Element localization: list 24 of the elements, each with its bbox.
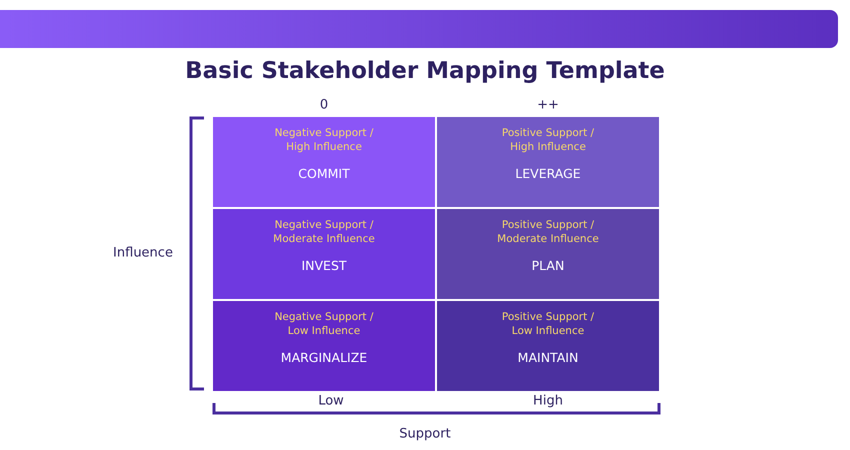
quadrant-label: INVEST [301,258,347,273]
quadrant-cell [437,301,659,391]
quadrant-label: MARGINALIZE [280,350,368,365]
diagram-title: Basic Stakeholder Mapping Template [184,58,666,84]
axis-tick-label: Low [318,394,344,408]
axis-title: Influence [113,246,173,260]
quadrant-cell [213,117,435,207]
quadrant-subtitle: Negative Support / Low Influence [274,310,374,338]
quadrant-subtitle: Positive Support / Low Influence [500,310,596,338]
quadrant-label: PLAN [532,258,564,273]
quadrant-label: MAINTAIN [518,350,578,365]
quadrant-label: LEVERAGE [515,166,581,181]
quadrant-subtitle: Negative Support / Moderate Influence [272,218,376,246]
axis-tick-label: 0 [320,98,328,112]
quadrant-subtitle: Positive Support / Moderate Influence [496,218,600,246]
quadrant-cell [213,209,435,299]
quadrant-cell [213,301,435,391]
quadrant-subtitle: Negative Support / High Influence [274,126,374,154]
axis-tick-label: ++ [537,98,559,112]
quadrant-cell [437,209,659,299]
quadrant-label: COMMIT [298,166,350,181]
axis-title: Support [399,426,451,442]
quadrant-cell [437,117,659,207]
quadrant-subtitle: Positive Support / High Influence [500,126,596,154]
